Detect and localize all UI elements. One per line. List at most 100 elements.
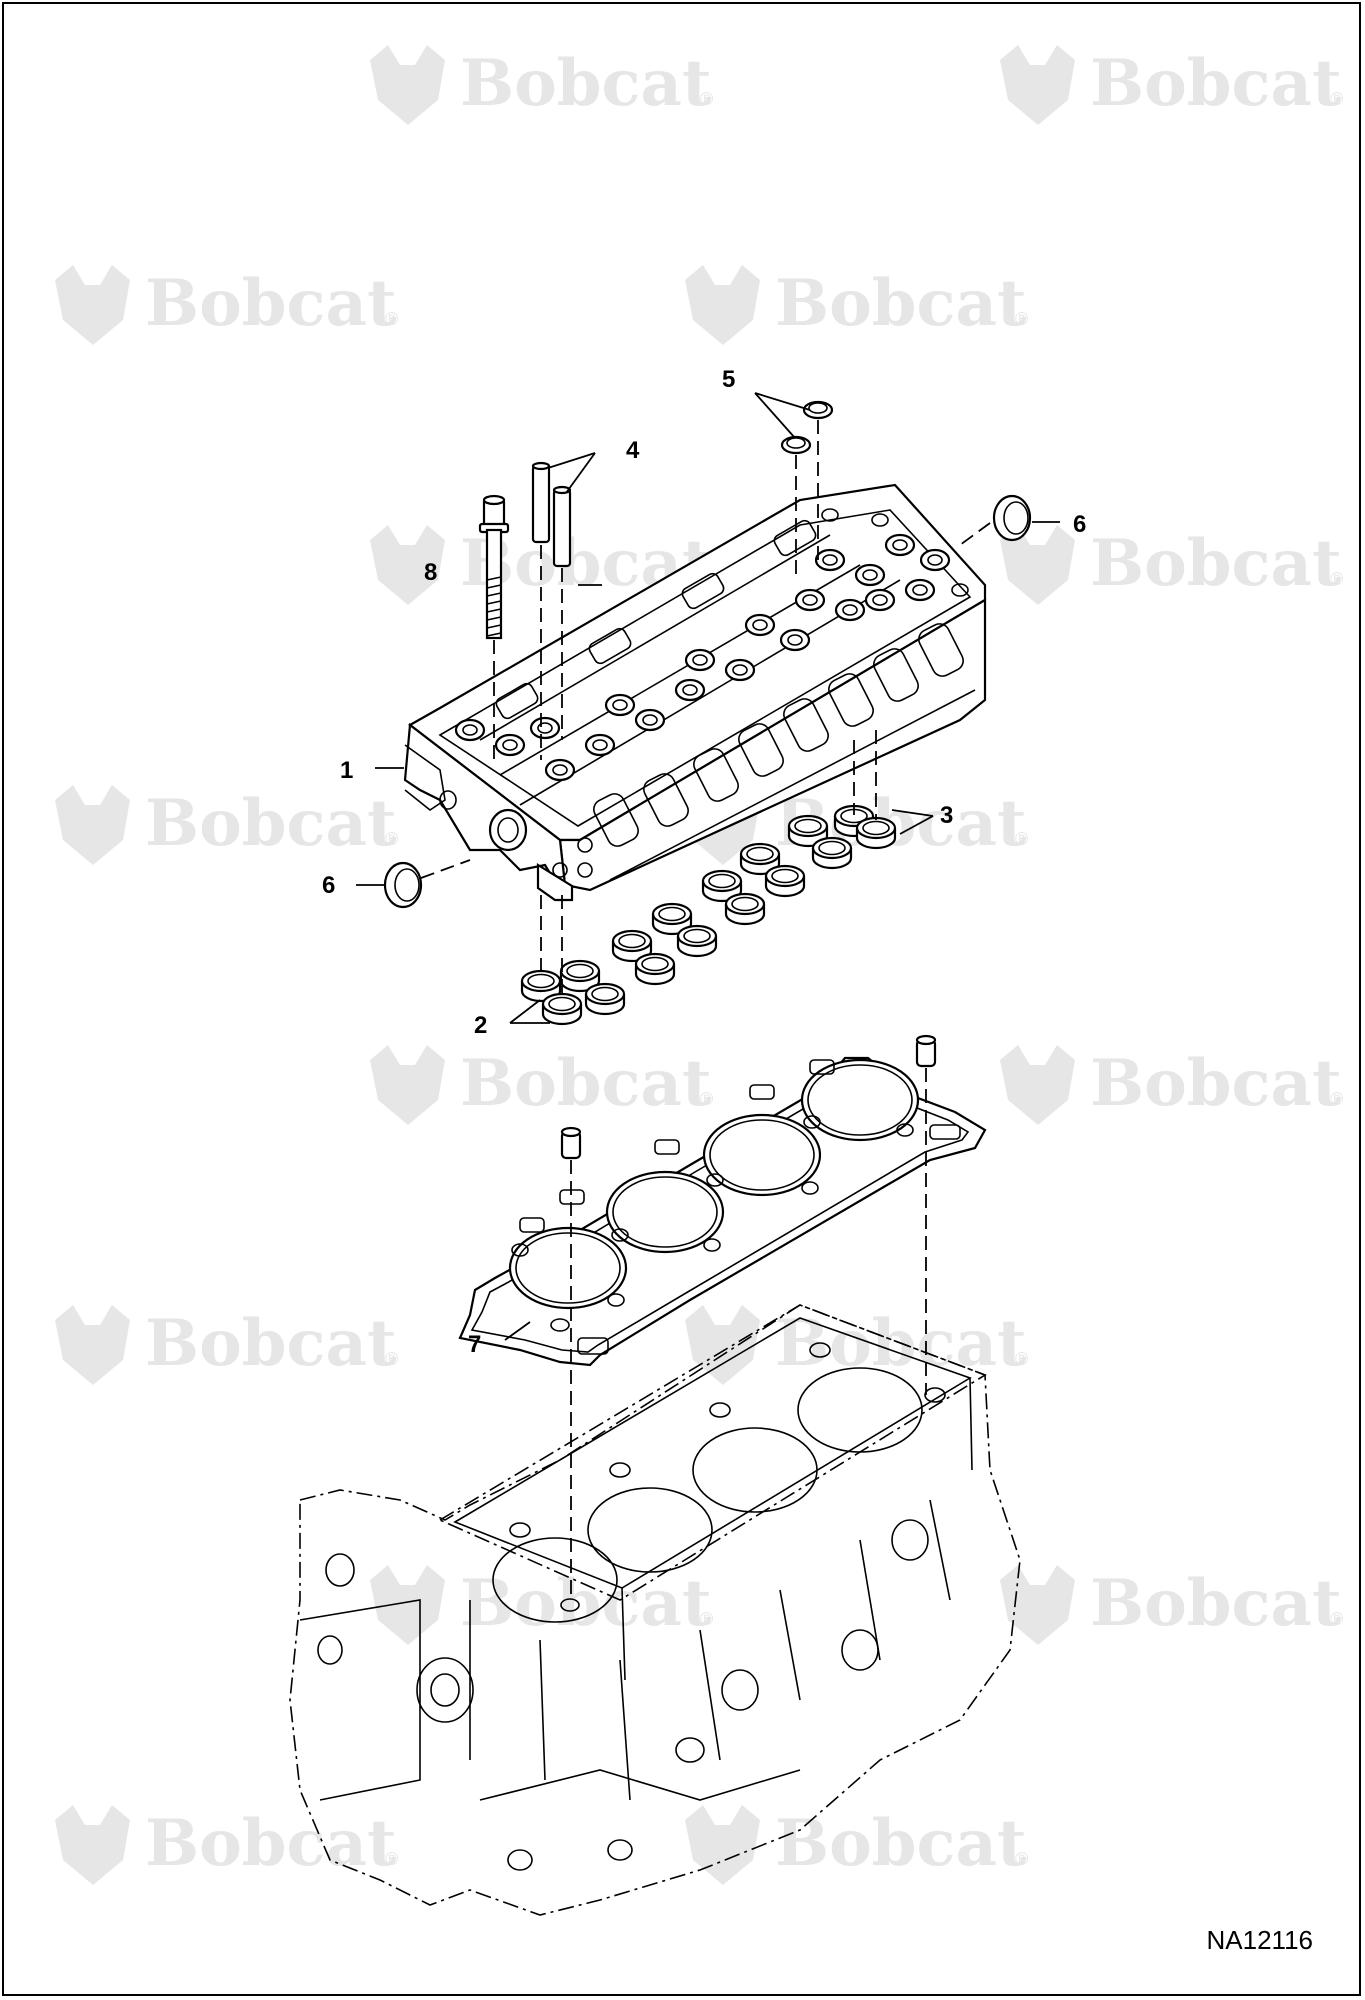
watermark-logo: Bobcat® bbox=[1000, 45, 1343, 125]
watermark-logo: Bobcat® bbox=[685, 265, 1028, 345]
watermark-logo: Bobcat® bbox=[370, 1045, 713, 1125]
valve-port bbox=[779, 628, 811, 652]
svg-text:®: ® bbox=[1330, 1089, 1343, 1109]
valve-port bbox=[684, 648, 716, 672]
valve-port bbox=[854, 563, 886, 587]
svg-text:®: ® bbox=[1015, 1849, 1028, 1869]
valve-port bbox=[529, 716, 561, 740]
svg-text:®: ® bbox=[700, 89, 713, 109]
svg-text:®: ® bbox=[1330, 569, 1343, 589]
valve-port bbox=[744, 613, 776, 637]
watermark-logo: Bobcat® bbox=[1000, 525, 1343, 605]
valve-port bbox=[544, 758, 576, 782]
valve-port bbox=[884, 533, 916, 557]
valve-port bbox=[904, 578, 936, 602]
valve-port bbox=[604, 693, 636, 717]
watermark-text: Bobcat bbox=[1090, 1566, 1342, 1641]
valve-port bbox=[814, 548, 846, 572]
expansion-plug-left bbox=[383, 861, 423, 909]
watermark-text: Bobcat bbox=[775, 1806, 1027, 1881]
watermark-logo: Bobcat® bbox=[55, 1805, 398, 1885]
head-gasket bbox=[458, 1056, 987, 1367]
valve-seat-ring bbox=[764, 864, 806, 898]
valve-seat-ring bbox=[541, 992, 583, 1026]
dowel-right bbox=[915, 1034, 937, 1068]
valve-seat-ring bbox=[855, 816, 897, 850]
watermark-text: Bobcat bbox=[145, 1306, 397, 1381]
valve-seats-lower bbox=[520, 804, 897, 1026]
valve-guide-a bbox=[531, 461, 551, 544]
svg-text:®: ® bbox=[1015, 309, 1028, 329]
cylinder-head bbox=[403, 483, 987, 902]
svg-text:®: ® bbox=[385, 829, 398, 849]
callout-6a: 6 bbox=[1073, 511, 1086, 538]
callout-1: 1 bbox=[340, 757, 353, 784]
valve-port bbox=[919, 548, 951, 572]
expansion-plug-right bbox=[992, 494, 1032, 542]
watermark-text: Bobcat bbox=[1090, 526, 1342, 601]
engine-block-phantom bbox=[289, 1304, 1021, 1916]
valve-port bbox=[674, 678, 706, 702]
watermark-logo: Bobcat® bbox=[1000, 1565, 1343, 1645]
valve-port bbox=[864, 588, 896, 612]
valve-seat-ring bbox=[811, 836, 853, 870]
svg-text:®: ® bbox=[385, 1849, 398, 1869]
watermark-layer: Bobcat®Bobcat®Bobcat®Bobcat®Bobcat®Bobca… bbox=[55, 45, 1343, 1885]
callout-6b: 6 bbox=[322, 872, 335, 899]
valve-seat-ring bbox=[584, 982, 626, 1016]
valve-guide-b bbox=[552, 485, 572, 568]
svg-text:®: ® bbox=[1330, 89, 1343, 109]
callout-5: 5 bbox=[722, 366, 735, 393]
svg-text:®: ® bbox=[1015, 1349, 1028, 1369]
watermark-logo: Bobcat® bbox=[55, 265, 398, 345]
callout-8: 8 bbox=[424, 559, 437, 586]
valve-port bbox=[834, 598, 866, 622]
watermark-text: Bobcat bbox=[460, 1046, 712, 1121]
watermark-text: Bobcat bbox=[1090, 1046, 1342, 1121]
watermark-text: Bobcat bbox=[145, 266, 397, 341]
head-bolt bbox=[478, 494, 510, 640]
valve-port bbox=[584, 733, 616, 757]
valve-port bbox=[454, 718, 486, 742]
watermark-text: Bobcat bbox=[145, 786, 397, 861]
svg-text:®: ® bbox=[1330, 1609, 1343, 1629]
watermark-text: Bobcat bbox=[1090, 46, 1342, 121]
watermark-text: Bobcat bbox=[460, 1566, 712, 1641]
assembly-lines bbox=[420, 420, 991, 1600]
valve-port bbox=[724, 658, 756, 682]
watermark-text: Bobcat bbox=[460, 46, 712, 121]
valve-port bbox=[794, 588, 826, 612]
svg-text:®: ® bbox=[385, 309, 398, 329]
watermark-logo: Bobcat® bbox=[685, 1305, 1028, 1385]
watermark-logo: Bobcat® bbox=[55, 785, 398, 865]
watermark-logo: Bobcat® bbox=[370, 1565, 713, 1645]
svg-text:®: ® bbox=[700, 1089, 713, 1109]
watermark-logo: Bobcat® bbox=[1000, 1045, 1343, 1125]
valve-seat-ring bbox=[634, 952, 676, 986]
watermark-logo: Bobcat® bbox=[685, 1805, 1028, 1885]
callout-2: 2 bbox=[474, 1012, 487, 1039]
callout-labels: 1 2 3 4 5 6 6 7 8 bbox=[322, 366, 1086, 1358]
valve-port bbox=[494, 733, 526, 757]
valve-seat-ring bbox=[651, 902, 693, 936]
svg-text:®: ® bbox=[700, 1609, 713, 1629]
valve-seat-ring bbox=[724, 892, 766, 926]
watermark-text: Bobcat bbox=[775, 266, 1027, 341]
callout-4: 4 bbox=[626, 437, 640, 464]
plug-small-lower bbox=[780, 435, 812, 455]
leader-lines bbox=[356, 392, 1060, 1341]
watermark-text: Bobcat bbox=[145, 1806, 397, 1881]
callout-7: 7 bbox=[468, 1331, 481, 1358]
watermark-logo: Bobcat® bbox=[55, 1305, 398, 1385]
callout-3: 3 bbox=[940, 802, 953, 829]
valve-seat-ring bbox=[676, 924, 718, 958]
svg-text:®: ® bbox=[385, 1349, 398, 1369]
figure-id: NA12116 bbox=[1206, 1925, 1314, 1955]
valve-port bbox=[634, 708, 666, 732]
watermark-logo: Bobcat® bbox=[370, 45, 713, 125]
dowel-left bbox=[560, 1126, 582, 1160]
svg-text:®: ® bbox=[1015, 829, 1028, 849]
plug-small-upper bbox=[802, 400, 834, 420]
